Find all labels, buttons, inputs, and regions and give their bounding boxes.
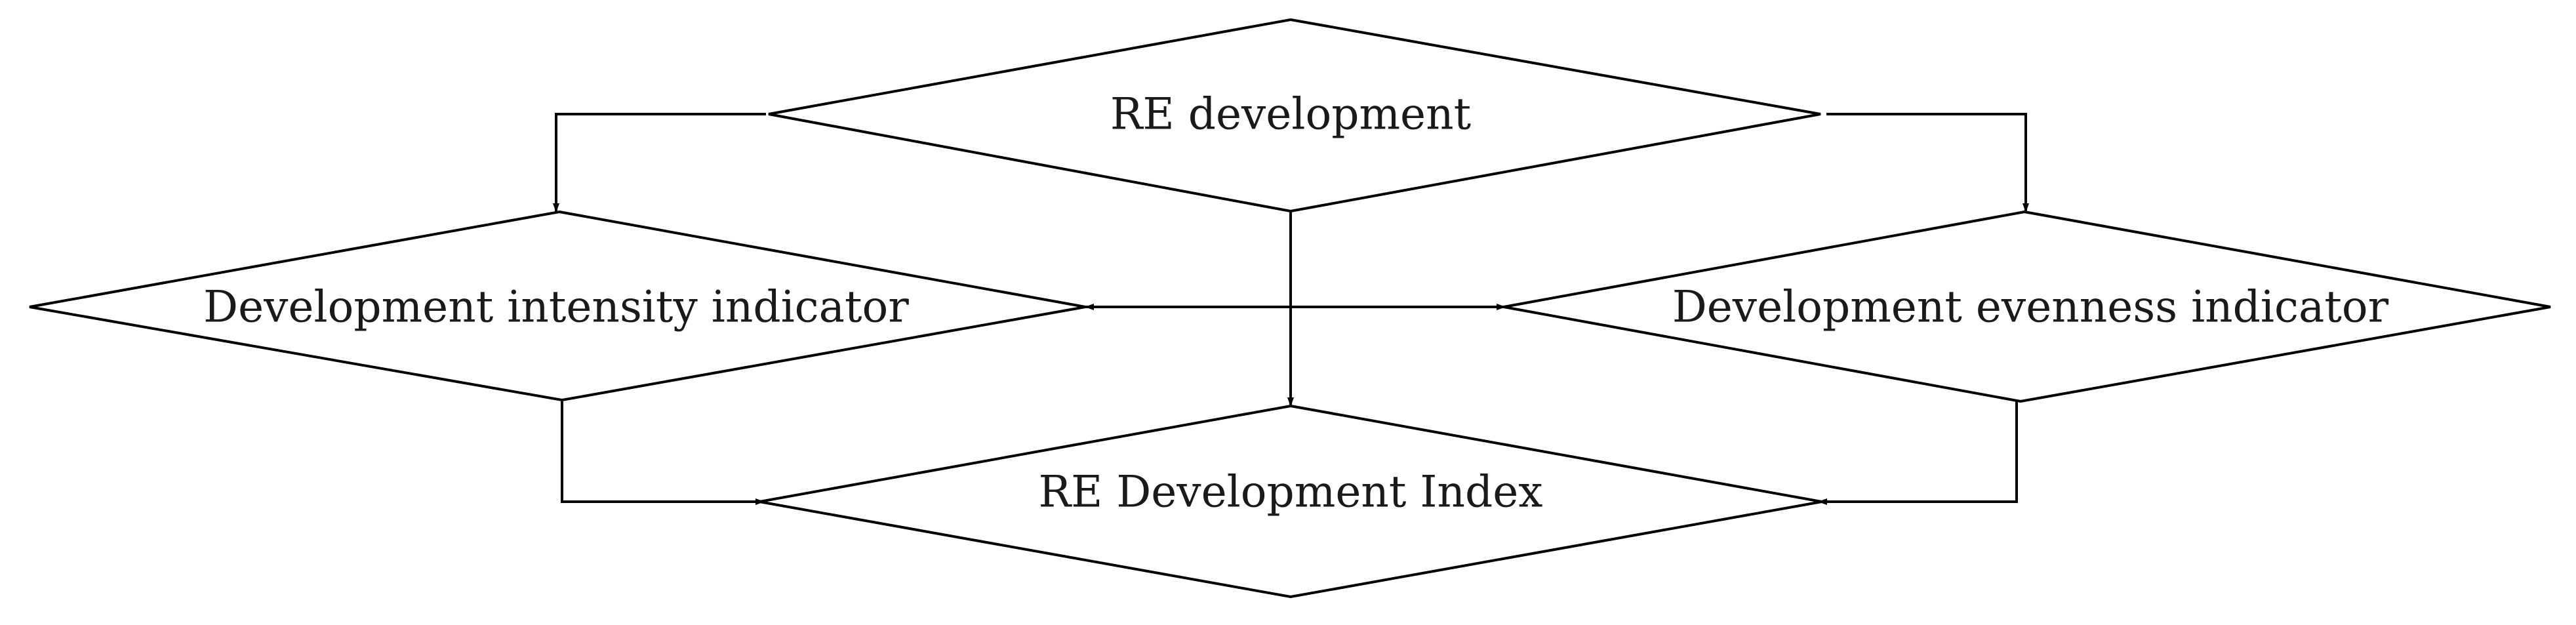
node-re-development-shape (768, 18, 1821, 213)
node-re-development-label: RE development (1110, 89, 1471, 140)
node-intensity-indicator-shape (29, 210, 1086, 402)
node-development-index-shape (759, 404, 1822, 599)
edge-re-development-to-evenness (1826, 113, 2029, 212)
node-evenness-indicator-shape (1503, 210, 2551, 403)
edge-evenness-to-index (1818, 375, 2018, 505)
node-evenness-indicator-label: Development evenness indicator (1672, 282, 2389, 333)
node-development-index-label: RE Development Index (1038, 467, 1542, 517)
edge-intensity-to-index (561, 401, 765, 505)
node-intensity-indicator-label: Development intensity indicator (203, 282, 909, 333)
edge-re-development-to-intensity (553, 113, 766, 212)
